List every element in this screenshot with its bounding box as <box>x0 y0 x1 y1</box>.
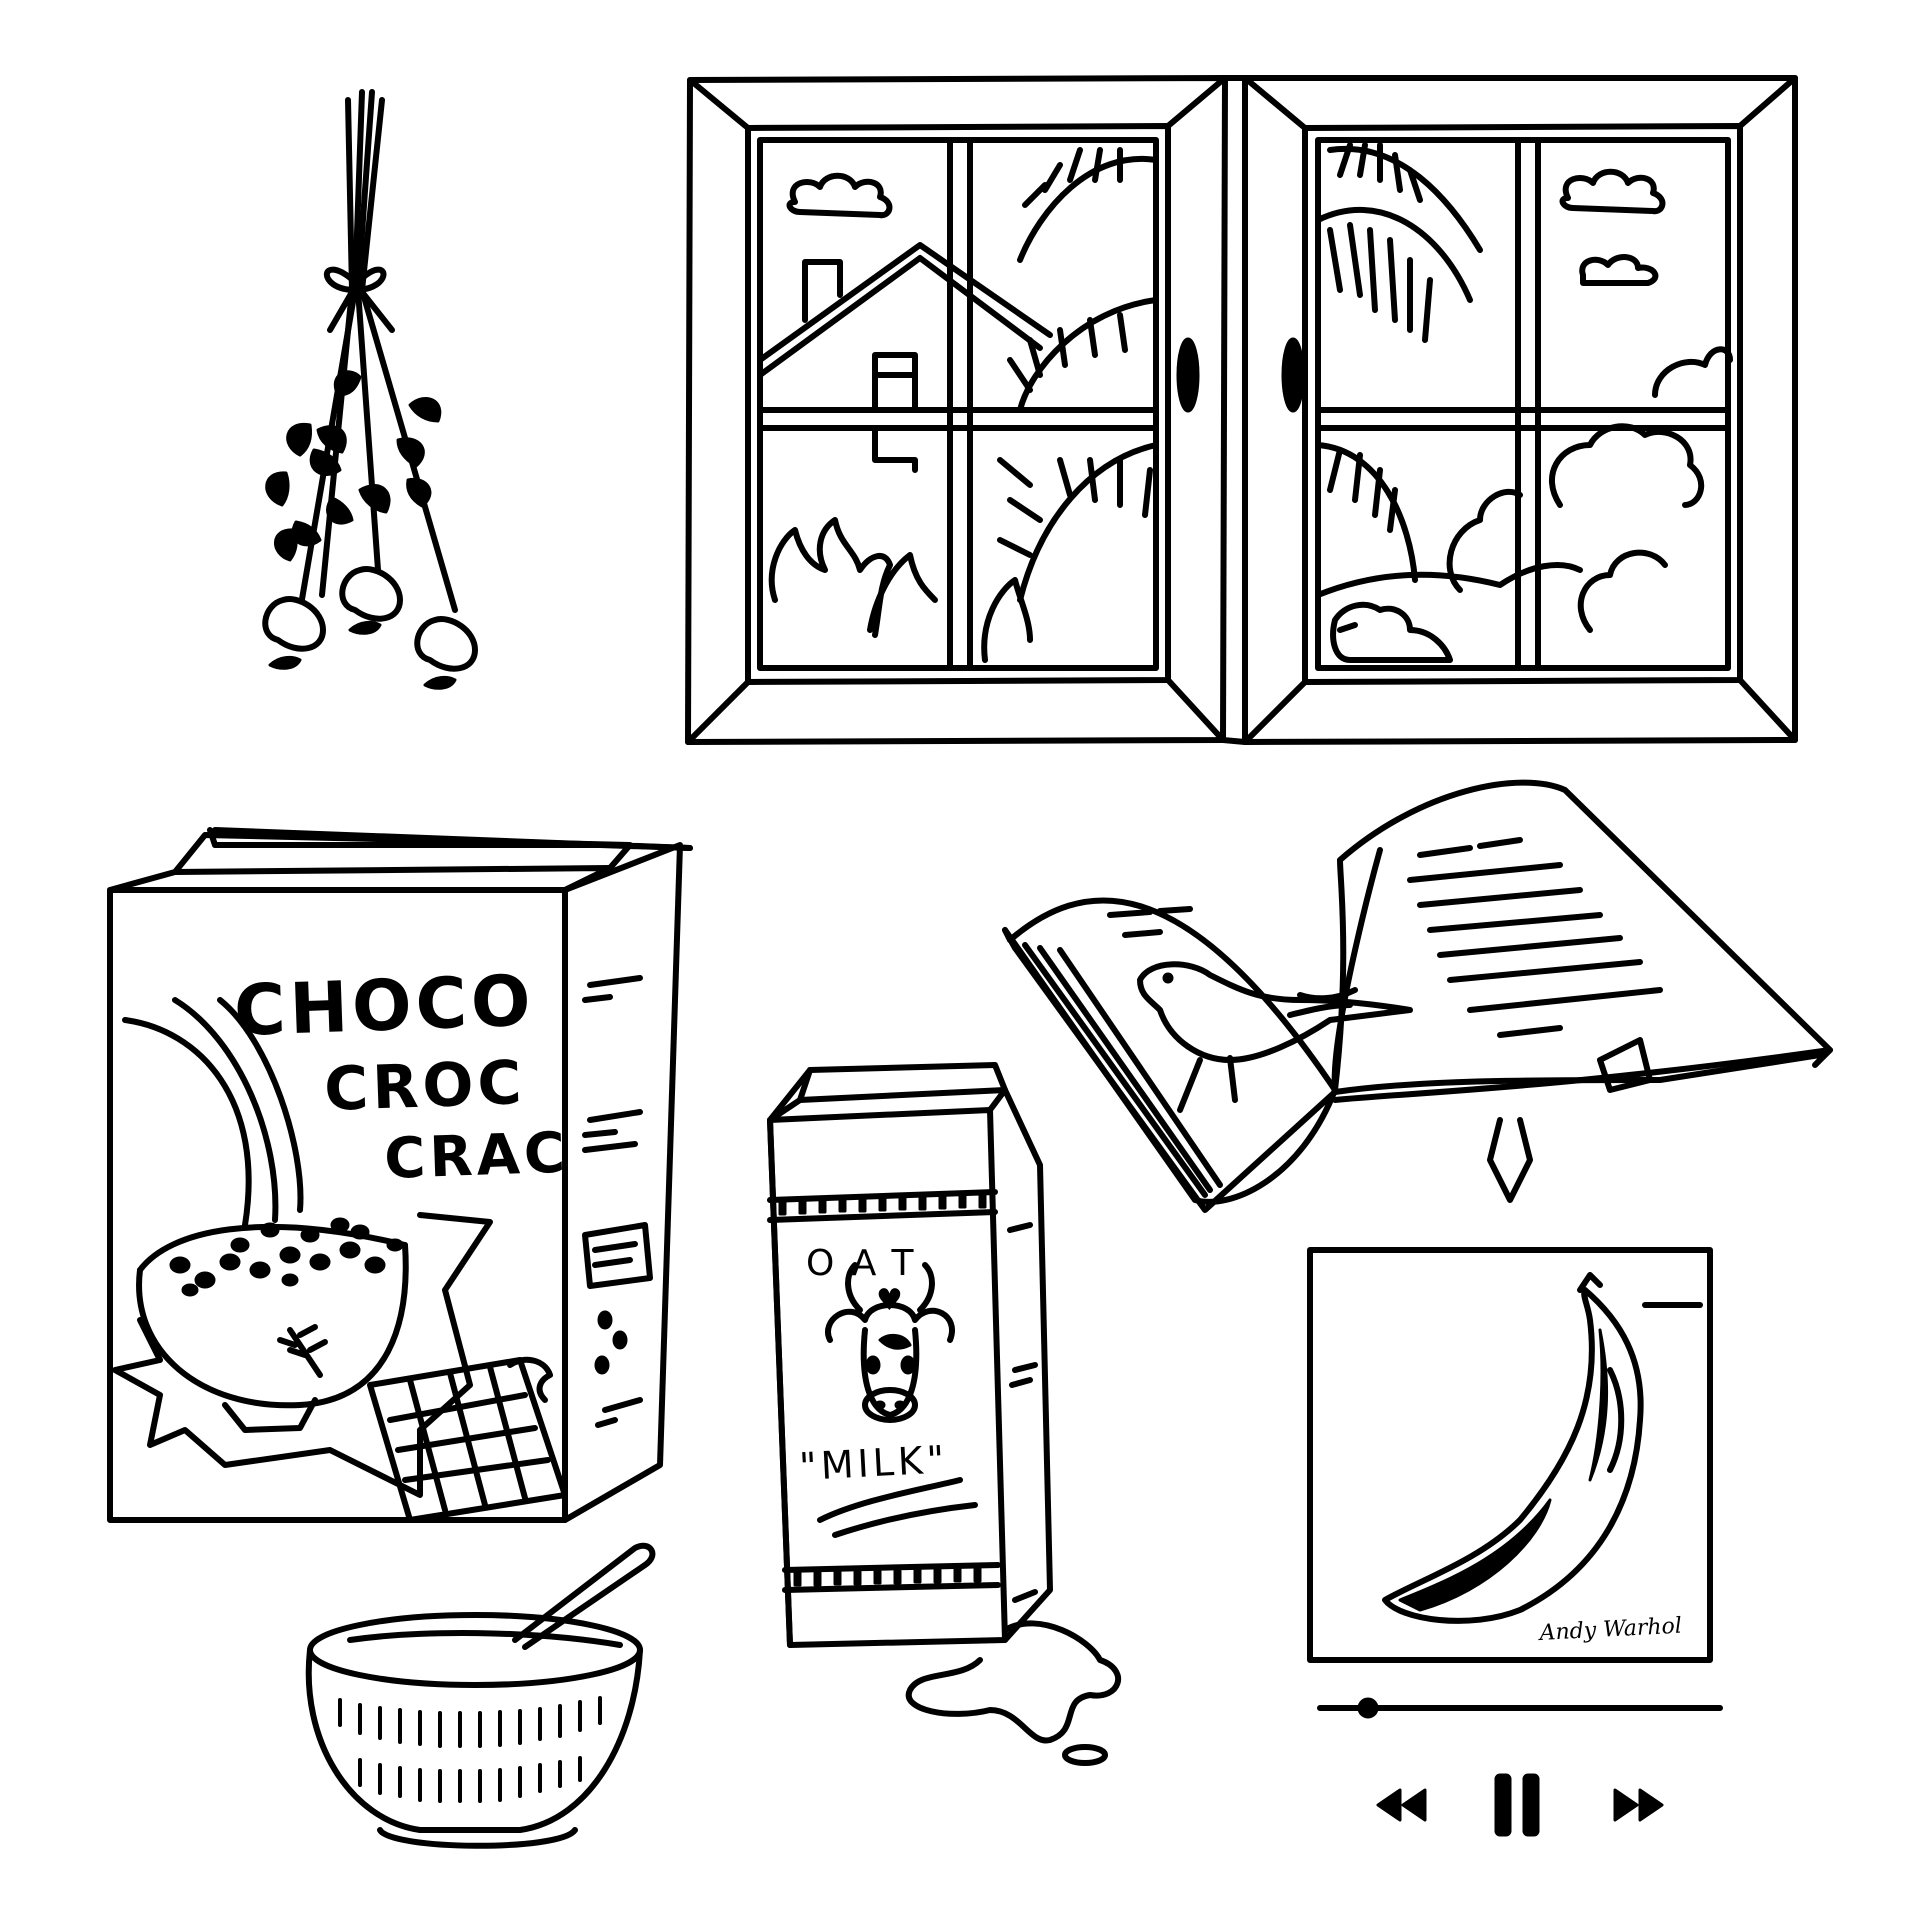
artist-signature: Andy Warhol <box>1537 1614 1682 1647</box>
window <box>685 75 1798 745</box>
cereal-box: CHOCO CROC CRAC <box>107 827 693 1523</box>
pause-icon[interactable] <box>1494 1773 1540 1837</box>
progress-bar[interactable] <box>1317 1697 1723 1719</box>
music-player: Andy Warhol <box>1307 1247 1723 1837</box>
carton-label-oat: OAT <box>806 1243 932 1284</box>
dried-flowers-bouquet <box>262 89 478 690</box>
cereal-brand-line-3: CRAC <box>383 1121 570 1192</box>
progress-knob[interactable] <box>1357 1697 1379 1719</box>
cereal-brand-line-1: CHOCO <box>233 960 536 1052</box>
milk-carton: OAT ♥ "MILK" <box>767 1062 1122 1766</box>
carton-heart-icon: ♥ <box>876 1283 903 1318</box>
banana-icon <box>1382 1272 1644 1624</box>
open-book <box>1002 779 1833 1213</box>
album-cover <box>1307 1247 1713 1663</box>
bowl-with-spoon <box>305 1542 656 1849</box>
carton-label-milk: "MILK" <box>798 1437 949 1489</box>
cereal-brand-line-2: CROC <box>323 1048 527 1125</box>
rewind-icon[interactable] <box>1376 1788 1427 1822</box>
fast-forward-icon[interactable] <box>1613 1788 1664 1822</box>
